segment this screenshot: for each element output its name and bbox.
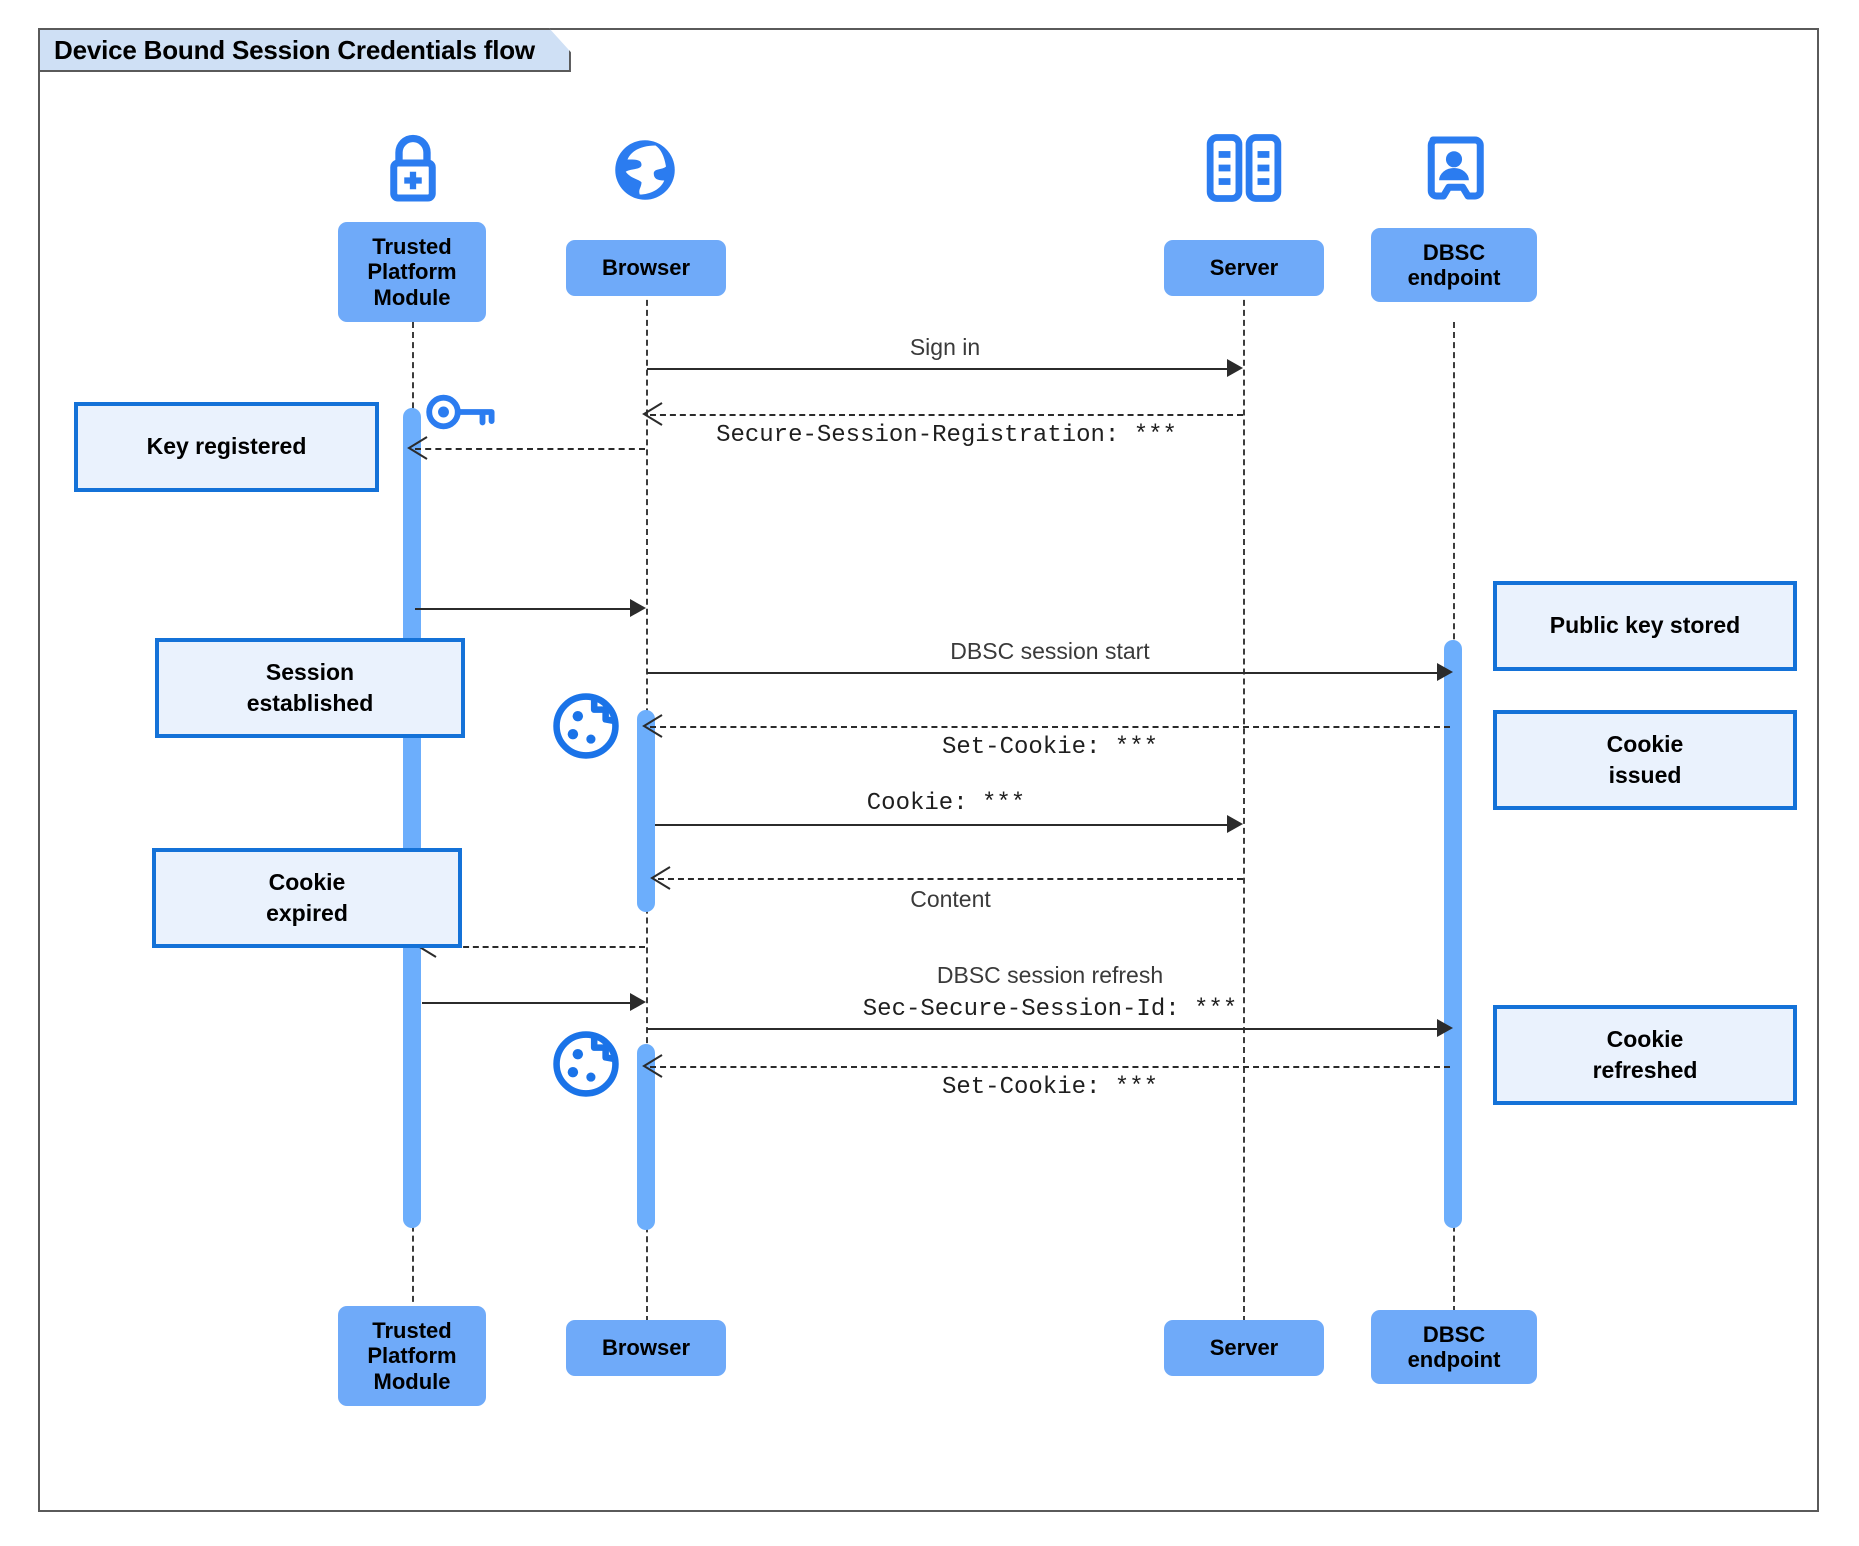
- arrowhead-m5: [1437, 663, 1453, 681]
- message-label-m11-line2: Sec-Secure-Session-Id: ***: [862, 996, 1238, 1023]
- participant-browser-bottom[interactable]: Browser: [566, 1320, 726, 1376]
- message-line-m2: [650, 414, 1243, 416]
- server-rack-icon: [1206, 134, 1282, 202]
- message-line-m3: [415, 448, 645, 450]
- message-label-m5: DBSC session start: [950, 638, 1150, 664]
- note-public-key-stored: Public key stored: [1493, 581, 1797, 671]
- id-badge-icon: [1427, 136, 1484, 200]
- message-label-m6: Set-Cookie: ***: [941, 734, 1159, 761]
- cookie-icon: [553, 693, 619, 759]
- participant-server-top[interactable]: Server: [1164, 240, 1324, 296]
- lifeline-server: [1243, 280, 1245, 1322]
- participant-label: Browser: [601, 1335, 691, 1361]
- globe-icon: [615, 140, 675, 200]
- message-line-m8: [658, 878, 1243, 880]
- arrowhead-m10: [630, 993, 646, 1011]
- arrowhead-m12: [642, 1054, 663, 1078]
- lock-plus-icon: [390, 134, 436, 202]
- participant-label: Server: [1209, 255, 1279, 281]
- message-label-m1: Sign in: [909, 334, 981, 360]
- note-text: Cookie refreshed: [1592, 1025, 1698, 1083]
- message-line-m6: [650, 726, 1450, 728]
- participant-label: Server: [1209, 1335, 1279, 1361]
- message-line-m12: [650, 1066, 1450, 1068]
- arrowhead-m3: [407, 436, 428, 460]
- note-text: Key registered: [146, 433, 307, 460]
- note-text: Session established: [246, 658, 374, 716]
- activation-tpm: [403, 408, 421, 1228]
- participant-tpm-top[interactable]: Trusted Platform Module: [338, 222, 486, 322]
- participant-label: DBSC endpoint: [1407, 239, 1501, 290]
- message-line-m1: [647, 368, 1237, 370]
- message-line-m7: [655, 824, 1237, 826]
- message-label-m11: DBSC session refresh: [936, 962, 1164, 988]
- message-line-m11: [647, 1028, 1447, 1030]
- participant-server-bottom[interactable]: Server: [1164, 1320, 1324, 1376]
- arrowhead-m2: [642, 402, 663, 426]
- cookie-icon: [553, 1031, 619, 1097]
- message-label-m7: Cookie: ***: [866, 790, 1026, 817]
- activation-browser-1: [637, 710, 655, 912]
- note-session-established: Session established: [155, 638, 465, 738]
- participant-label: DBSC endpoint: [1407, 1321, 1501, 1372]
- message-line-m9: [424, 946, 645, 948]
- note-text: Public key stored: [1549, 612, 1741, 639]
- participant-dbsc-bottom[interactable]: DBSC endpoint: [1371, 1310, 1537, 1384]
- message-line-m5: [647, 672, 1447, 674]
- participant-tpm-bottom[interactable]: Trusted Platform Module: [338, 1306, 486, 1406]
- note-cookie-issued: Cookie issued: [1493, 710, 1797, 810]
- arrowhead-m8: [650, 866, 671, 890]
- participant-dbsc-top[interactable]: DBSC endpoint: [1371, 228, 1537, 302]
- participant-label: Browser: [601, 255, 691, 281]
- note-cookie-expired: Cookie expired: [152, 848, 462, 948]
- activation-browser-2: [637, 1044, 655, 1230]
- diagram-title-tab: Device Bound Session Credentials flow: [38, 28, 571, 72]
- note-text: Cookie expired: [266, 868, 348, 926]
- participant-label: Trusted Platform Module: [367, 234, 457, 310]
- arrowhead-m1: [1227, 359, 1243, 377]
- participant-label: Trusted Platform Module: [367, 1318, 457, 1394]
- arrowhead-m7: [1227, 815, 1243, 833]
- note-text: Cookie issued: [1606, 730, 1684, 788]
- message-label-m2: Secure-Session-Registration: ***: [716, 422, 1177, 449]
- note-key-registered: Key registered: [74, 402, 379, 492]
- message-line-m4: [415, 608, 637, 610]
- message-line-m10: [422, 1002, 637, 1004]
- message-label-m12: Set-Cookie: ***: [941, 1074, 1159, 1101]
- arrowhead-m4: [630, 599, 646, 617]
- participant-browser-top[interactable]: Browser: [566, 240, 726, 296]
- key-icon: [426, 394, 495, 430]
- activation-dbsc: [1444, 640, 1462, 1228]
- page-title: Device Bound Session Credentials flow: [54, 34, 535, 65]
- note-cookie-refreshed: Cookie refreshed: [1493, 1005, 1797, 1105]
- message-label-m8: Content: [910, 886, 991, 912]
- arrowhead-m11: [1437, 1019, 1453, 1037]
- arrowhead-m6: [642, 714, 663, 738]
